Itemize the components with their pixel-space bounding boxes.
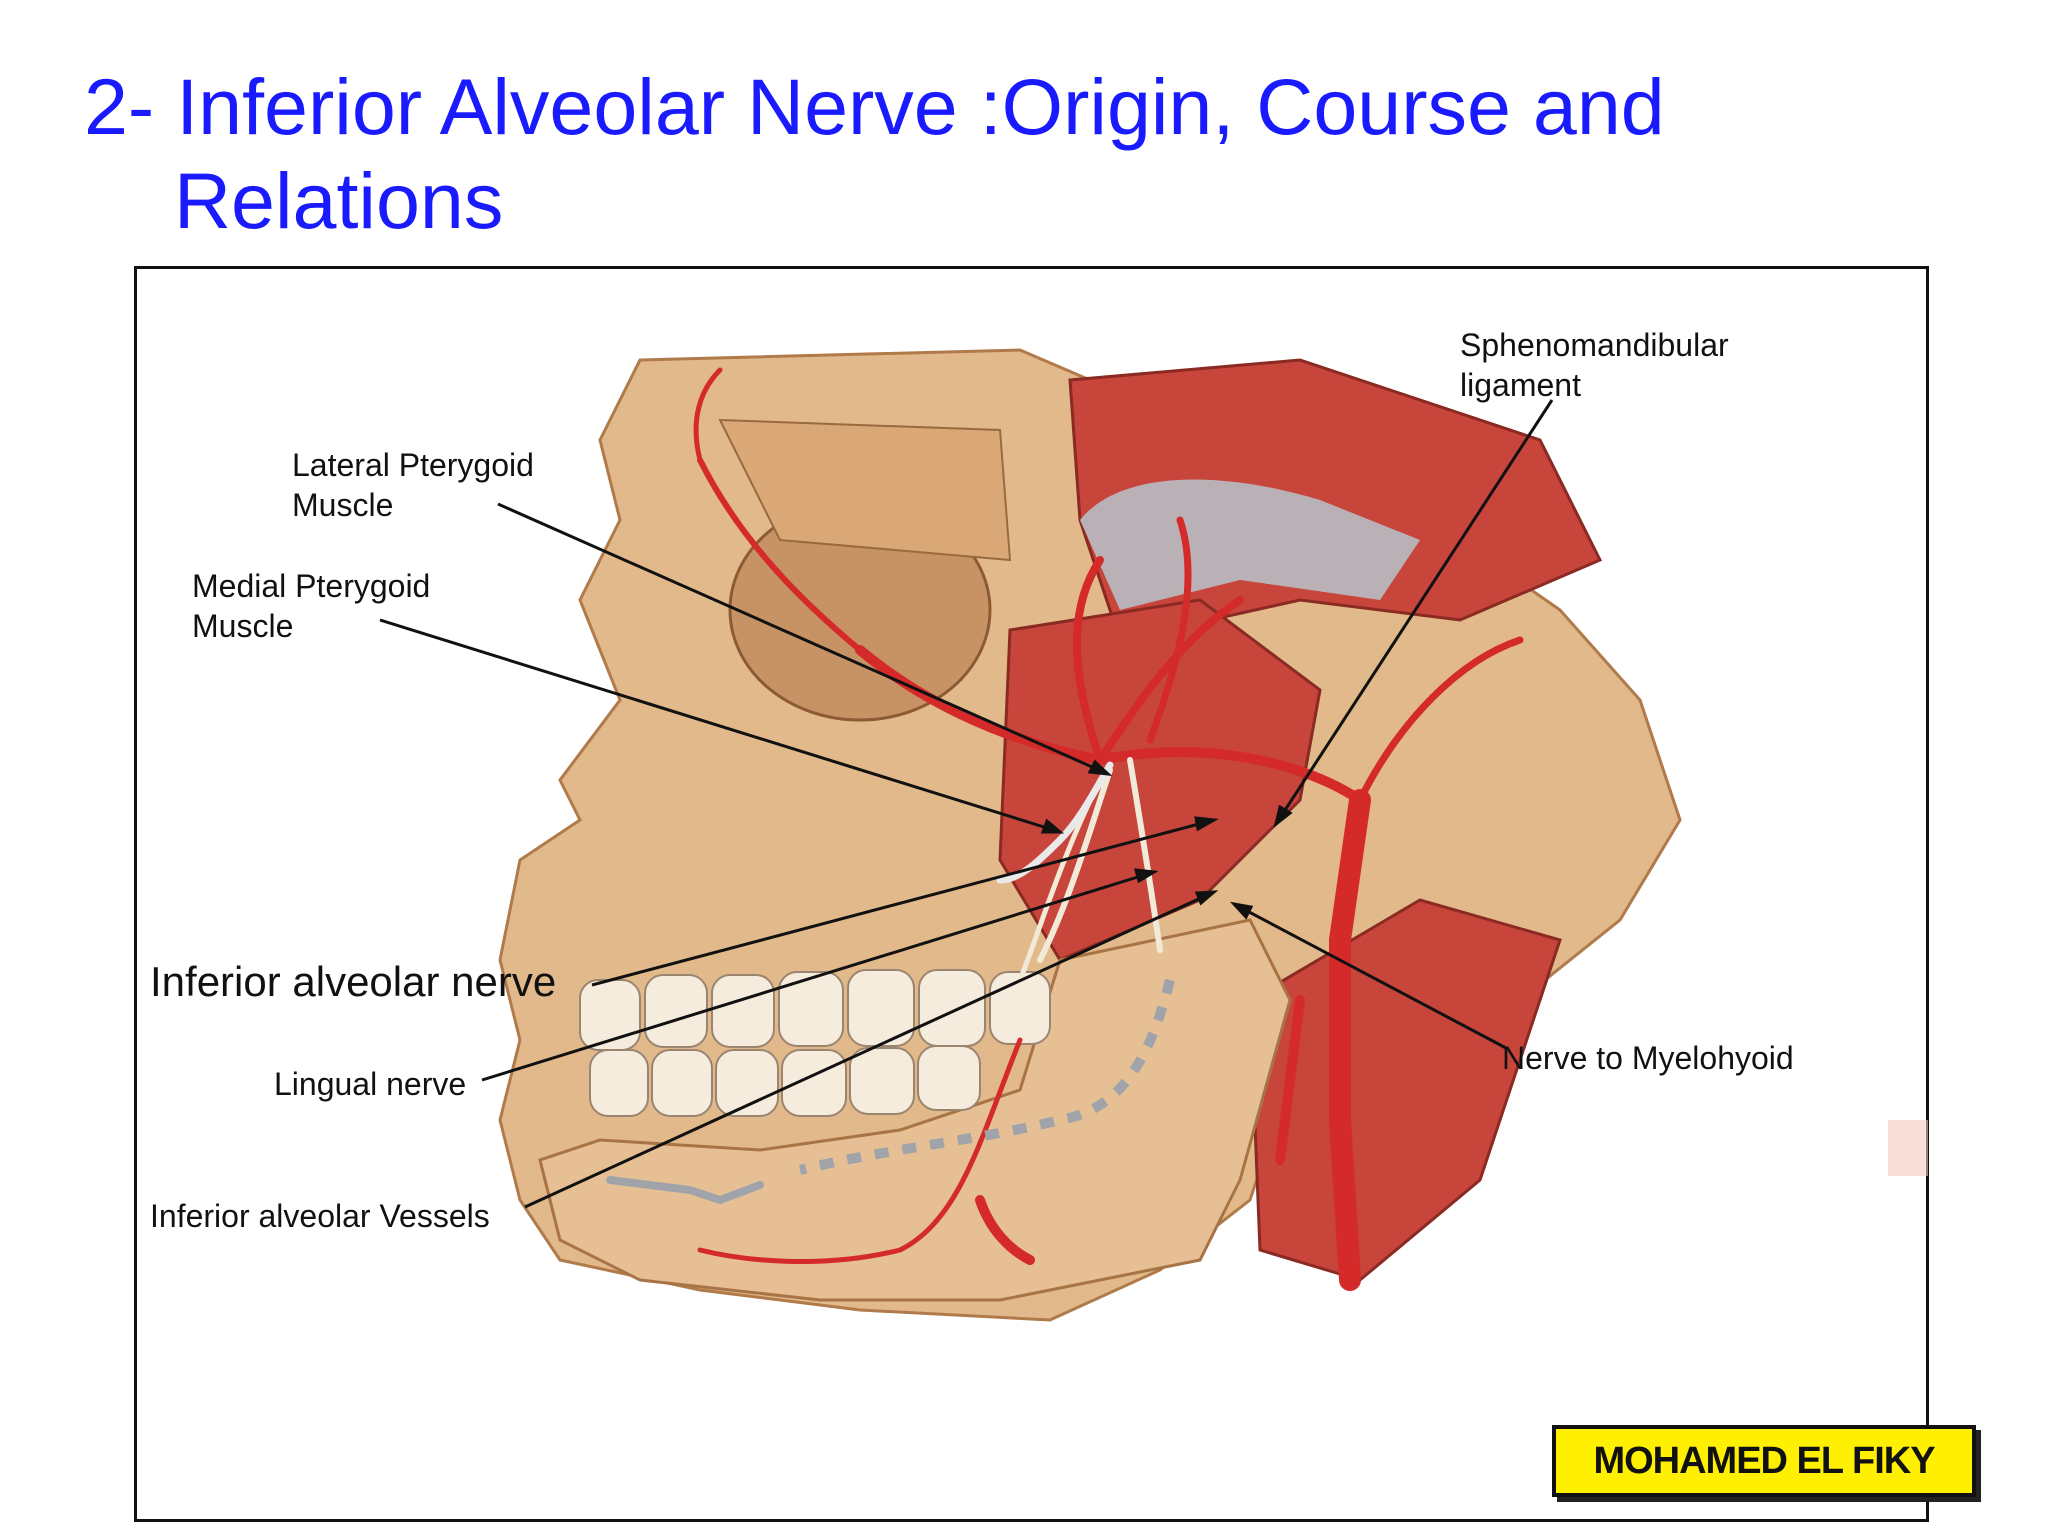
author-watermark: MOHAMED EL FIKY [1552,1425,1976,1497]
upper-teeth [579,969,1051,1051]
mandible [538,918,1292,1302]
pointer-lines [379,399,1554,1209]
nerves [606,757,1163,1205]
label-inferior-alveolar-nerve: Inferior alveolar nerve [150,958,557,1005]
label-lateral-pterygoid: Lateral Pterygoid Muscle [292,447,534,523]
mandibular-canal [798,978,1175,1175]
tendon-fan [1080,479,1420,610]
label-medial-pterygoid: Medial Pterygoid Muscle [192,568,431,644]
label-inferior-alveolar-vessels: Inferior alveolar Vessels [150,1198,490,1234]
label-lingual-nerve: Lingual nerve [274,1066,467,1102]
label-nerve-to-myelohyoid: Nerve to Myelohyoid [1502,1040,1794,1076]
neck-muscles [1248,898,1562,1282]
sinus [718,418,1012,562]
title-line-1: 2- Inferior Alveolar Nerve :Origin, Cour… [84,62,1665,151]
arteries [693,367,1524,1291]
title-line-2: Relations [174,156,504,245]
slide-title: 2- Inferior Alveolar Nerve :Origin, Cour… [84,60,1665,248]
edge-smudge [1888,1120,1928,1176]
label-sphenomandibular-ligament: Sphenomandibular ligament [1460,327,1729,403]
